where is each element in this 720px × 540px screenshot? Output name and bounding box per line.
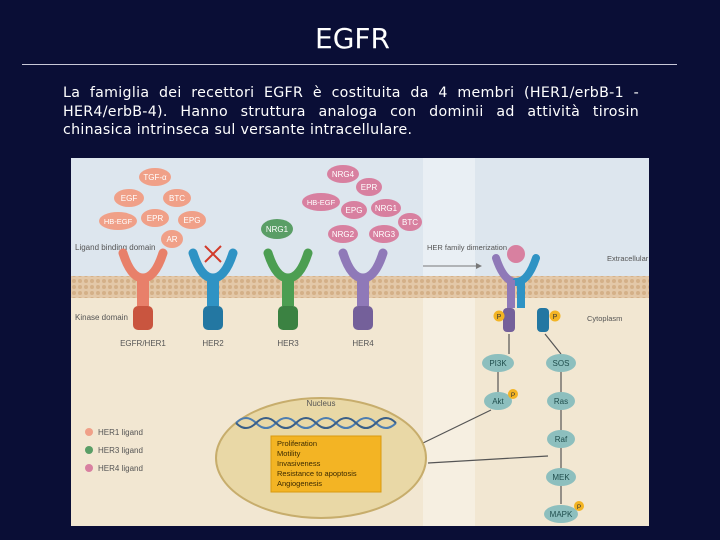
ligand-epr: EPR [141, 209, 169, 227]
label-her3: HER3 [277, 339, 299, 348]
ligand-nrg1-her4: NRG1 [371, 199, 401, 217]
svg-text:HB-EGF: HB-EGF [307, 198, 336, 207]
phospho-mapk [574, 501, 584, 511]
title-divider [22, 64, 677, 65]
outcome-item: Resistance to apoptosis [277, 469, 357, 478]
phospho-site-left [493, 310, 505, 322]
svg-text:Akt: Akt [492, 397, 504, 406]
ligand-nrg1-her3: NRG1 [261, 219, 293, 239]
svg-text:Ligand binding domain: Ligand binding domain [75, 243, 156, 252]
her-dimer: P P [492, 245, 561, 332]
slide-caption: La famiglia dei recettori EGFR è costitu… [63, 85, 639, 138]
svg-text:EPR: EPR [361, 183, 378, 192]
phospho-akt [508, 389, 518, 399]
pathway-raf: Raf [547, 430, 575, 448]
slide-title: EGFR [315, 22, 390, 55]
dimer-ligand [507, 245, 525, 263]
ligand-btc: BTC [163, 189, 191, 207]
pathway-to-nucleus-arrows [422, 409, 549, 464]
ligand-epg-her4: EPG [341, 201, 367, 219]
svg-text:P: P [511, 392, 515, 399]
legend-her1: HER1 ligand [98, 428, 143, 437]
her4-ligand-cluster: NRG4 EPR HB-EGF EPG NRG1 BTC NRG2 NRG3 [302, 165, 422, 243]
legend: HER1 ligand HER3 ligand HER4 ligand [85, 428, 143, 473]
ligand-epg: EPG [178, 211, 206, 229]
pathway-pi3k: PI3K [482, 354, 514, 372]
ligand-nrg2: NRG2 [328, 225, 358, 243]
receptor-egfr-her1 [118, 248, 168, 330]
ligand-hb-egf: HB-EGF [99, 212, 137, 230]
svg-text:NRG4: NRG4 [332, 170, 355, 179]
svg-text:TGF-α: TGF-α [143, 173, 167, 182]
ligand-ar: AR [161, 230, 183, 248]
legend-her4: HER4 ligand [98, 464, 143, 473]
svg-text:Ras: Ras [554, 397, 568, 406]
dimerization-band [423, 158, 475, 526]
svg-text:NRG2: NRG2 [332, 230, 355, 239]
outcome-item: Motility [277, 449, 301, 458]
outcome-item: Angiogenesis [277, 479, 322, 488]
svg-text:P: P [577, 504, 581, 511]
pathway-akt: Akt P [484, 389, 518, 410]
svg-text:P: P [497, 314, 502, 321]
ligand-btc-her4: BTC [398, 213, 422, 231]
no-ligand-cross-icon [204, 245, 222, 263]
receptor-her3 [263, 248, 313, 330]
phospho-site-right [549, 310, 561, 322]
pathway-sos: SOS [546, 354, 576, 372]
label-egfr-her1: EGFR/HER1 [120, 339, 166, 348]
label-her4: HER4 [352, 339, 374, 348]
svg-text:EPR: EPR [147, 214, 164, 223]
legend-swatch-her1 [85, 428, 93, 436]
her1-ligand-cluster: TGF-α EGF BTC HB-EGF EPR EPG AR [99, 168, 206, 248]
pathway-mapk: MAPK P [544, 501, 584, 523]
ligand-binding-domain-label: Ligand binding domain [75, 243, 156, 252]
svg-text:EGF: EGF [121, 194, 138, 203]
legend-swatch-her4 [85, 464, 93, 472]
svg-text:EPG: EPG [346, 206, 363, 215]
ligand-nrg3: NRG3 [369, 225, 399, 243]
svg-text:NRG3: NRG3 [373, 230, 396, 239]
legend-swatch-her3 [85, 446, 93, 454]
egfr-signaling-figure: TGF-α EGF BTC HB-EGF EPR EPG AR NRG1 [71, 158, 649, 526]
receptor-her2 [188, 248, 238, 330]
svg-text:EPG: EPG [184, 216, 201, 225]
svg-text:HER family dimerization: HER family dimerization [427, 243, 507, 252]
cytoplasm-label: Cytoplasm [587, 314, 622, 323]
svg-text:MAPK: MAPK [550, 510, 573, 519]
outcomes-box: Proliferation Motility Invasiveness Resi… [270, 435, 382, 493]
ligand-egf: EGF [114, 189, 144, 207]
pathway-arrows [497, 333, 562, 504]
outcome-item: Proliferation [277, 439, 317, 448]
svg-text:PI3K: PI3K [489, 359, 507, 368]
extracellular-space-label: Extracellular space [607, 254, 649, 263]
ligand-hb-egf-her4: HB-EGF [302, 193, 340, 211]
svg-text:AR: AR [166, 235, 177, 244]
svg-text:SOS: SOS [553, 359, 570, 368]
pathway-mek: MEK [546, 468, 576, 486]
svg-text:MEK: MEK [552, 473, 570, 482]
ligand-epr-her4: EPR [356, 178, 382, 196]
nucleus-label: Nucleus [307, 399, 336, 408]
svg-text:BTC: BTC [169, 194, 185, 203]
dimerization-label: HER family dimerization [427, 243, 507, 252]
label-her2: HER2 [202, 339, 224, 348]
ligand-nrg4: NRG4 [327, 165, 359, 183]
kinase-domain-label: Kinase domain [75, 313, 128, 322]
svg-text:P: P [553, 314, 558, 321]
legend-her3: HER3 ligand [98, 446, 143, 455]
ligand-tgf-alpha: TGF-α [139, 168, 171, 186]
svg-text:Raf: Raf [555, 435, 568, 444]
dimerization-arrowhead [476, 263, 482, 269]
svg-text:HB-EGF: HB-EGF [104, 217, 133, 226]
svg-text:NRG1: NRG1 [375, 204, 398, 213]
receptor-her4 [338, 248, 388, 330]
svg-text:Kinase domain: Kinase domain [75, 313, 128, 322]
svg-text:NRG1: NRG1 [266, 225, 289, 234]
pathway-ras: Ras [547, 392, 575, 410]
svg-text:BTC: BTC [402, 218, 418, 227]
outcome-item: Invasiveness [277, 459, 321, 468]
